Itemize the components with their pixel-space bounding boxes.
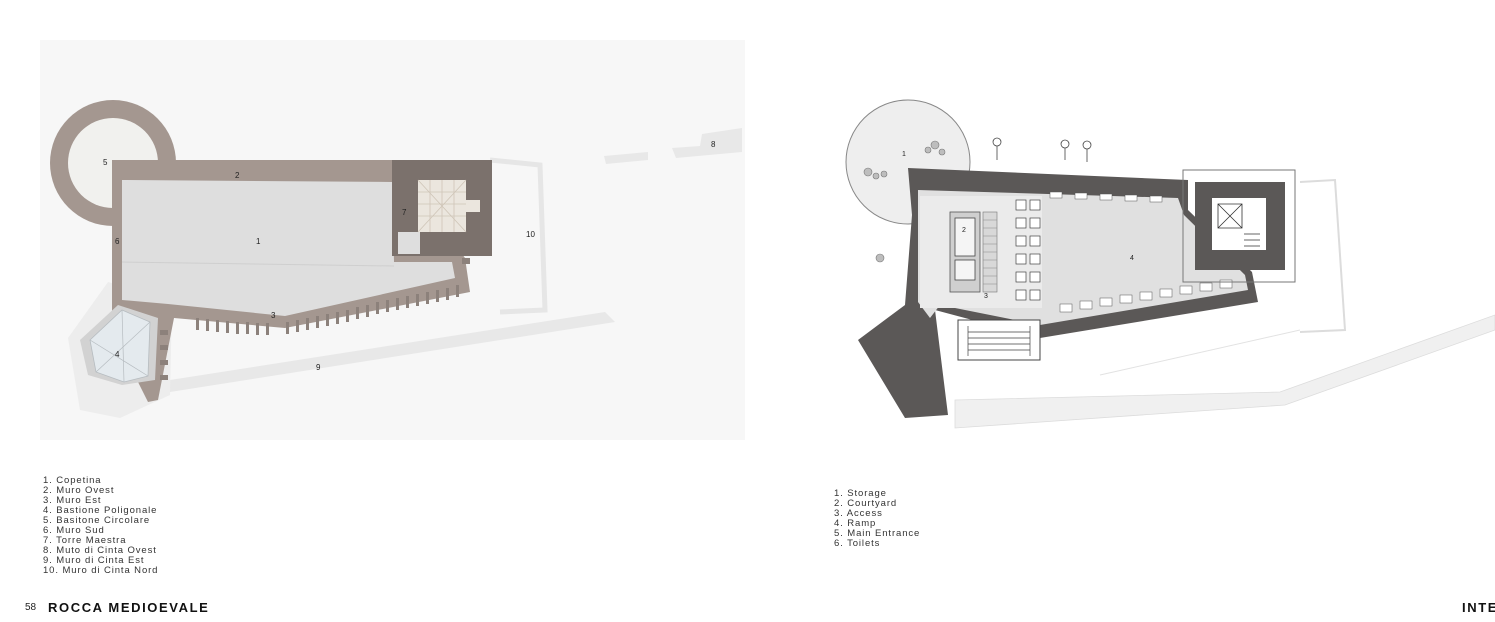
tree-symbols: [992, 137, 1092, 162]
left-plan-label-7: 7: [402, 208, 407, 217]
main-tower-interior: [398, 232, 420, 254]
right-legend-item: 6. Toilets: [834, 538, 881, 549]
page-number: 58: [25, 602, 37, 613]
left-legend-item: 8. Muto di Cinta Ovest: [43, 545, 157, 556]
left-legend-item: 5. Basitone Circolare: [43, 515, 151, 526]
left-plan-label-10: 10: [526, 230, 535, 239]
left-legend-item: 4. Bastione Poligonale: [43, 505, 158, 516]
left-plan-legend: 1. Copetina 2. Muro Ovest 3. Muro Est 4.…: [43, 476, 158, 576]
left-legend-item: 9. Muro di Cinta Est: [43, 555, 145, 566]
right-plan-label-4: 4: [1130, 255, 1134, 262]
right-legend-item: 4. Ramp: [834, 518, 877, 529]
left-plan-label-5: 5: [103, 158, 108, 167]
perimeter-wall-east: [170, 312, 615, 392]
perimeter-fragment-a: [604, 152, 648, 164]
courtyard-floor: [122, 180, 455, 316]
entrance-stair-treads: [967, 326, 1031, 356]
left-legend-item: 10. Muro di Cinta Nord: [43, 565, 159, 576]
right-plan-label-2: 2: [962, 227, 966, 234]
right-plan-label-3: 3: [984, 293, 988, 300]
right-tower-stair: [1217, 203, 1260, 247]
right-plan-perimeter-south: [954, 314, 1495, 429]
polygonal-bastion-mullions: [89, 309, 151, 383]
courtyard-split: [121, 261, 395, 267]
right-plan-terrace-edge: [1099, 329, 1301, 376]
right-plan-legend: 1. Storage 2. Courtyard 3. Access 4. Ram…: [834, 489, 920, 549]
right-legend-item: 2. Courtyard: [834, 498, 898, 509]
left-plan-label-3: 3: [271, 311, 276, 320]
storage-furniture: [863, 140, 946, 263]
running-title-right: INTE: [1462, 600, 1495, 615]
buttress-row: [160, 258, 470, 380]
right-legend-item: 3. Access: [834, 508, 883, 519]
right-legend-item: 5. Main Entrance: [834, 528, 921, 539]
left-legend-item: 2. Muro Ovest: [43, 485, 115, 496]
perimeter-fragment-b: [672, 128, 742, 158]
running-title: ROCCA MEDIOEVALE: [48, 600, 210, 615]
window-openings: [1049, 191, 1233, 313]
right-legend-item: 1. Storage: [834, 488, 887, 499]
seating-row: [1015, 199, 1041, 301]
left-legend-item: 3. Muro Est: [43, 495, 102, 506]
left-plan-label-4: 4: [115, 350, 120, 359]
left-floor-plan: 5 2 1 6 7 10 8 3 4 9: [40, 40, 745, 440]
tower-stair-grid: [417, 179, 467, 233]
left-legend-item: 1. Copetina: [43, 475, 102, 486]
access-furniture: [949, 211, 998, 293]
perimeter-wall-north: [489, 157, 548, 315]
right-plan-perimeter-east: [1299, 178, 1347, 333]
right-floor-plan: 1 2 3 4: [845, 99, 1495, 429]
left-plan-label-1: 1: [256, 237, 261, 246]
left-plan-label-9: 9: [316, 363, 321, 372]
left-plan-label-6: 6: [115, 237, 120, 246]
access-hatch: [920, 196, 1042, 308]
entrance-stair: [957, 319, 1041, 361]
right-plan-label-1: 1: [902, 151, 906, 158]
left-plan-label-2: 2: [235, 171, 240, 180]
left-legend-item: 6. Muro Sud: [43, 525, 105, 536]
right-tower-frame: [1182, 169, 1296, 283]
tower-stair-landing: [466, 200, 480, 212]
left-plan-label-8: 8: [711, 140, 716, 149]
left-legend-item: 7. Torre Maestra: [43, 535, 127, 546]
